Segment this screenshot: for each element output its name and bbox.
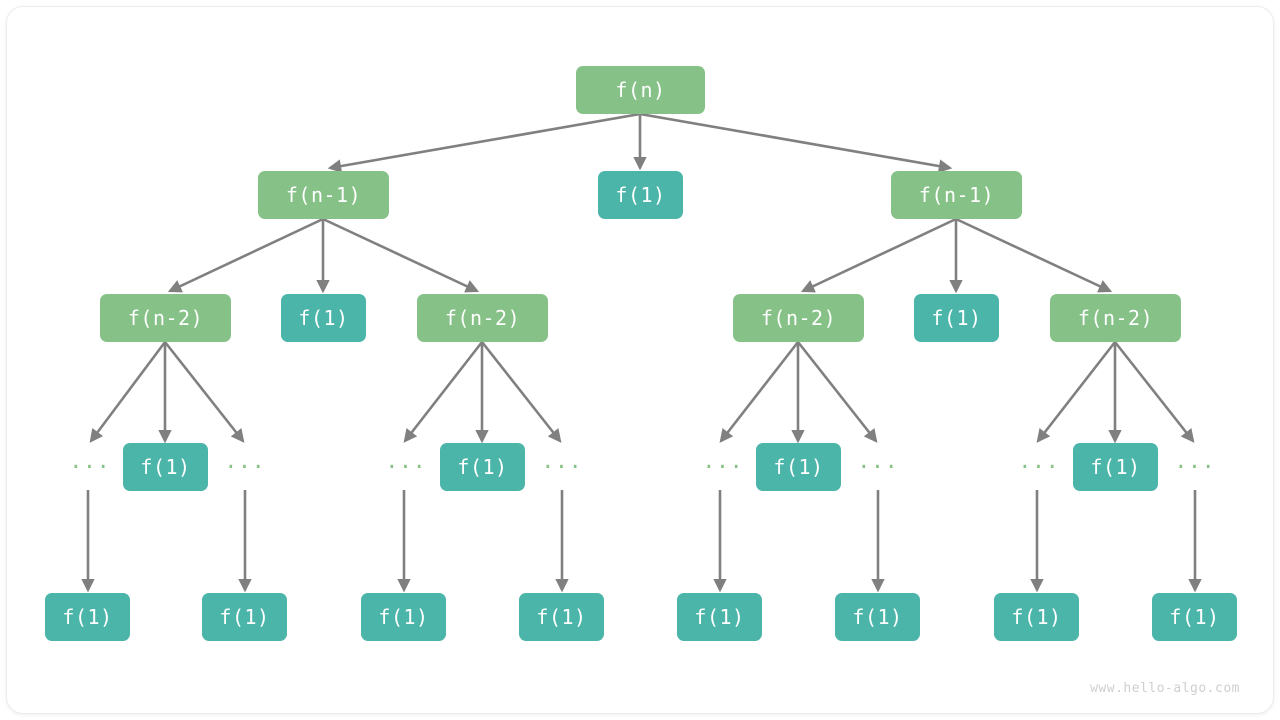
tree-node-r5f[interactable]: f(1) <box>835 593 920 641</box>
tree-node-root[interactable]: f(n) <box>576 66 705 114</box>
watermark: www.hello-algo.com <box>1090 681 1240 696</box>
tree-node-label: f(n-2) <box>127 306 204 330</box>
tree-node-label: f(n-1) <box>285 183 362 207</box>
tree-node-r5h[interactable]: f(1) <box>1152 593 1237 641</box>
ellipsis-e5: ··· <box>702 455 744 479</box>
tree-node-r3e[interactable]: f(1) <box>914 294 999 342</box>
tree-node-label: f(n-2) <box>444 306 521 330</box>
ellipsis-e6: ··· <box>857 455 899 479</box>
tree-node-label: f(1) <box>62 605 113 629</box>
tree-node-r5c[interactable]: f(1) <box>361 593 446 641</box>
tree-node-r4b[interactable]: f(1) <box>440 443 525 491</box>
tree-node-r2b[interactable]: f(1) <box>598 171 683 219</box>
tree-node-r5a[interactable]: f(1) <box>45 593 130 641</box>
ellipsis-e1: ··· <box>69 455 111 479</box>
tree-node-label: f(1) <box>457 455 508 479</box>
tree-node-label: f(1) <box>615 183 666 207</box>
tree-node-label: f(n-2) <box>1077 306 1154 330</box>
tree-node-r2c[interactable]: f(n-1) <box>891 171 1022 219</box>
tree-node-label: f(1) <box>1011 605 1062 629</box>
tree-node-r3b[interactable]: f(1) <box>281 294 366 342</box>
tree-node-label: f(1) <box>694 605 745 629</box>
tree-node-r3a[interactable]: f(n-2) <box>100 294 231 342</box>
ellipsis-e4: ··· <box>541 455 583 479</box>
ellipsis-e7: ··· <box>1018 455 1060 479</box>
tree-node-label: f(1) <box>536 605 587 629</box>
tree-node-r5g[interactable]: f(1) <box>994 593 1079 641</box>
tree-node-r5d[interactable]: f(1) <box>519 593 604 641</box>
tree-node-label: f(1) <box>1090 455 1141 479</box>
tree-node-label: f(1) <box>1169 605 1220 629</box>
ellipsis-e3: ··· <box>385 455 427 479</box>
tree-node-label: f(n-1) <box>918 183 995 207</box>
tree-node-label: f(n-2) <box>760 306 837 330</box>
tree-node-r3d[interactable]: f(n-2) <box>733 294 864 342</box>
tree-node-label: f(1) <box>140 455 191 479</box>
tree-node-r5e[interactable]: f(1) <box>677 593 762 641</box>
ellipsis-e2: ··· <box>224 455 266 479</box>
tree-node-label: f(1) <box>852 605 903 629</box>
tree-node-r4d[interactable]: f(1) <box>1073 443 1158 491</box>
tree-node-r4a[interactable]: f(1) <box>123 443 208 491</box>
ellipsis-e8: ··· <box>1174 455 1216 479</box>
tree-node-label: f(1) <box>378 605 429 629</box>
tree-node-r3c[interactable]: f(n-2) <box>417 294 548 342</box>
tree-node-label: f(1) <box>773 455 824 479</box>
tree-node-r2a[interactable]: f(n-1) <box>258 171 389 219</box>
tree-node-label: f(n) <box>615 78 666 102</box>
tree-node-r5b[interactable]: f(1) <box>202 593 287 641</box>
tree-node-label: f(1) <box>931 306 982 330</box>
tree-node-label: f(1) <box>219 605 270 629</box>
tree-node-label: f(1) <box>298 306 349 330</box>
tree-node-r3f[interactable]: f(n-2) <box>1050 294 1181 342</box>
tree-node-r4c[interactable]: f(1) <box>756 443 841 491</box>
